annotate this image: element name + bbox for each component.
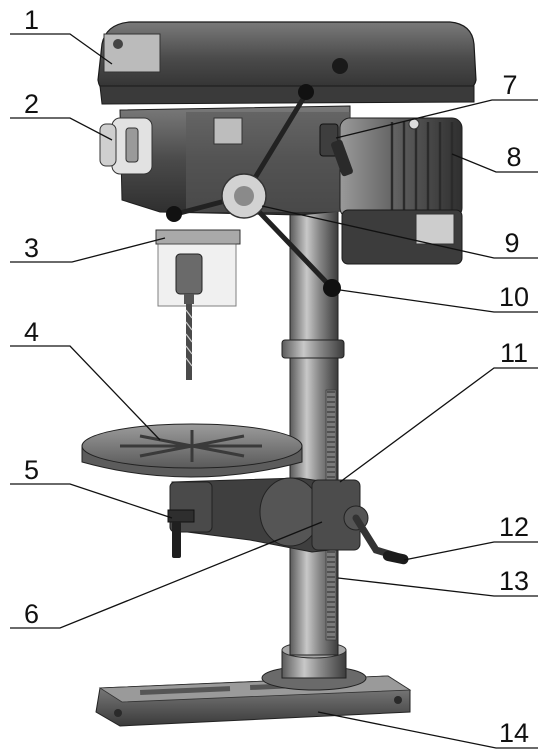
table-bracket: [169, 477, 361, 553]
leader-6: [10, 521, 323, 629]
callout-10: 10: [499, 282, 529, 312]
leader-1: [10, 33, 113, 65]
callout-14: 14: [499, 718, 529, 748]
table-crank-handle: [343, 505, 409, 565]
callout-7: 7: [502, 70, 517, 100]
callout-6: 6: [24, 599, 39, 629]
leader-11: [339, 367, 538, 483]
leader-13: [337, 577, 538, 597]
feed-handles: [166, 84, 341, 297]
leader-7: [335, 99, 538, 139]
motor: [339, 117, 463, 265]
callout-5: 5: [24, 455, 39, 485]
leader-9: [261, 205, 538, 259]
leader-8: [451, 153, 538, 173]
leader-3: [10, 237, 166, 263]
switch-box: [99, 117, 153, 175]
callout-leaders: [10, 33, 538, 749]
callout-12: 12: [499, 512, 529, 542]
callout-1: 1: [24, 5, 39, 35]
callout-11: 11: [500, 338, 528, 368]
callout-9: 9: [504, 228, 519, 258]
callout-8: 8: [506, 142, 521, 172]
work-table: [81, 423, 303, 478]
table-clamp-lever: [167, 509, 195, 558]
base-plate: [95, 675, 412, 727]
belt-tension-lever: [319, 123, 353, 177]
leader-12: [403, 541, 538, 561]
leader-2: [10, 117, 113, 141]
callout-13: 13: [499, 566, 529, 596]
chuck-and-drill-bit: [175, 253, 203, 380]
leader-4: [10, 345, 161, 441]
callout-4: 4: [24, 317, 39, 347]
callout-2: 2: [24, 89, 39, 119]
leader-14: [317, 711, 538, 749]
callout-numbers: 1 2 3 4 5 6 7 8 9 10 11 12 13 14: [24, 5, 529, 748]
leader-5: [10, 483, 173, 519]
leader-10: [339, 289, 538, 313]
callout-3: 3: [24, 233, 39, 263]
drill-press: [81, 21, 477, 727]
belt-guard-cover: [97, 21, 477, 105]
